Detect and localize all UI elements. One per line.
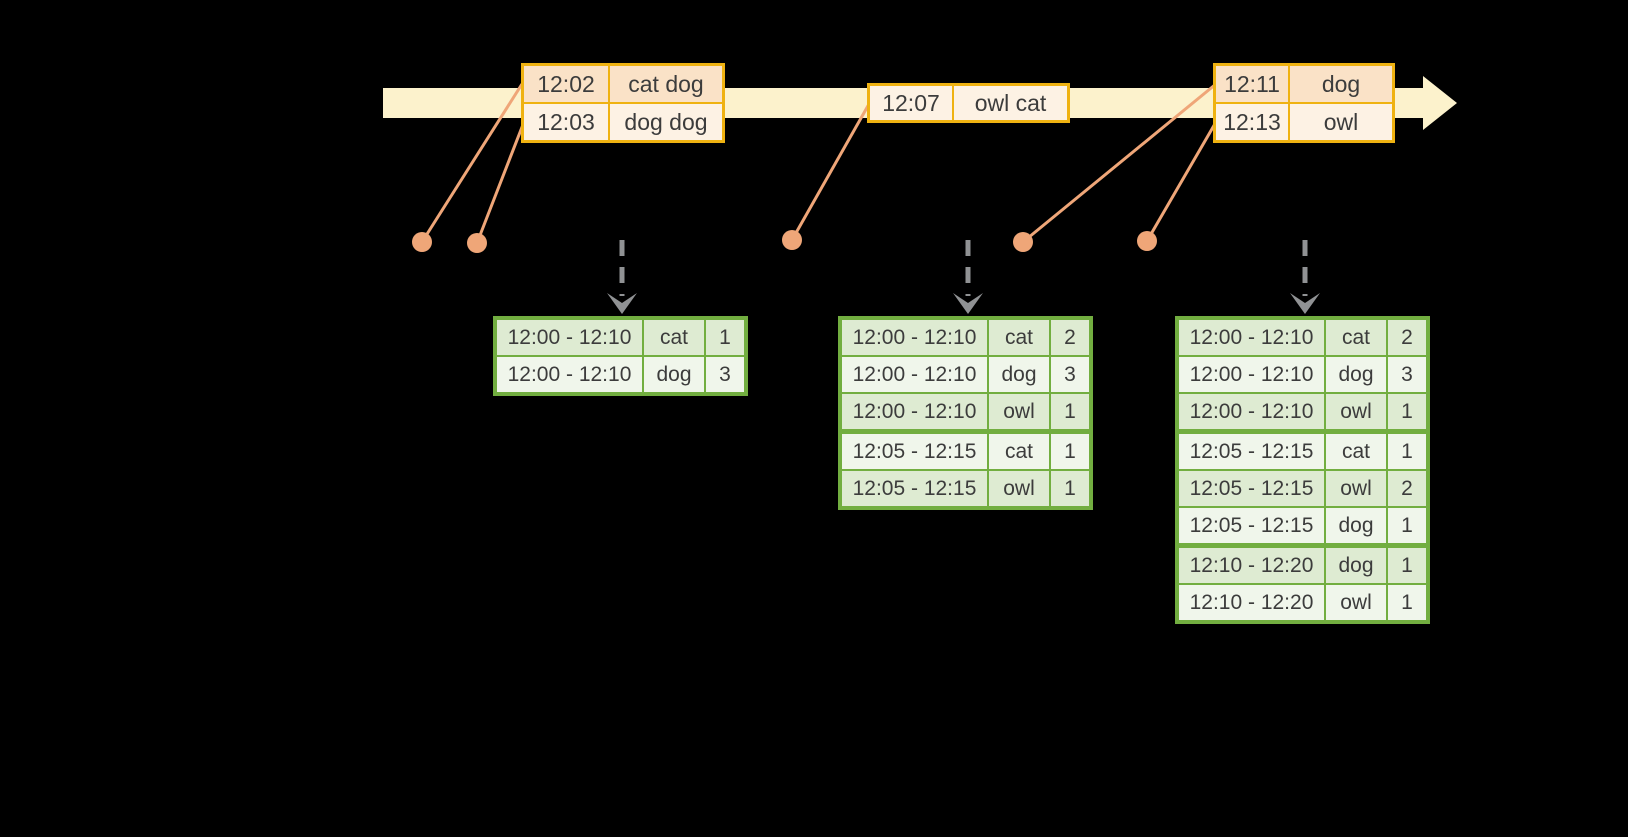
- event-words-cell: dog dog: [610, 104, 722, 140]
- event-dot: [412, 232, 432, 252]
- window-group-separator: [1179, 543, 1426, 548]
- result-word-cell: owl: [1326, 394, 1386, 429]
- result-count-cell: 1: [706, 320, 744, 355]
- result-window-cell: 12:05 - 12:15: [1179, 471, 1324, 506]
- result-word-cell: dog: [989, 357, 1049, 392]
- event-connector-line: [475, 121, 526, 244]
- result-count-cell: 1: [1388, 434, 1426, 469]
- result-count-cell: 3: [706, 357, 744, 392]
- result-window-cell: 12:05 - 12:15: [842, 471, 987, 506]
- event-time-cell: 12:07: [870, 86, 952, 120]
- event-time-cell: 12:13: [1216, 104, 1288, 140]
- result-count-cell: 2: [1388, 471, 1426, 506]
- result-word-cell: cat: [989, 434, 1049, 469]
- result-window-cell: 12:00 - 12:10: [1179, 394, 1324, 429]
- trigger-arrowhead: [607, 293, 637, 314]
- result-count-cell: 1: [1388, 508, 1426, 543]
- event-words-cell: cat dog: [610, 66, 722, 102]
- result-window-cell: 12:00 - 12:10: [1179, 320, 1324, 355]
- result-window-cell: 12:05 - 12:15: [842, 434, 987, 469]
- event-time-cell: 12:11: [1216, 66, 1288, 102]
- result-count-cell: 3: [1388, 357, 1426, 392]
- trigger-arrowhead: [1290, 293, 1320, 314]
- result-window-cell: 12:05 - 12:15: [1179, 434, 1324, 469]
- result-word-cell: owl: [1326, 585, 1386, 620]
- event-connector-line: [1145, 121, 1218, 242]
- result-window-cell: 12:00 - 12:10: [497, 357, 642, 392]
- result-word-cell: cat: [1326, 320, 1386, 355]
- result-count-cell: 1: [1051, 394, 1089, 429]
- result-window-cell: 12:05 - 12:15: [1179, 508, 1324, 543]
- result-word-cell: dog: [1326, 357, 1386, 392]
- event-dot: [1137, 231, 1157, 251]
- result-window-cell: 12:10 - 12:20: [1179, 548, 1324, 583]
- result-count-cell: 1: [1051, 471, 1089, 506]
- result-word-cell: cat: [989, 320, 1049, 355]
- result-count-cell: 1: [1051, 434, 1089, 469]
- event-dot: [467, 233, 487, 253]
- result-window-cell: 12:00 - 12:10: [497, 320, 642, 355]
- event-words-cell: owl: [1290, 104, 1392, 140]
- event-time-cell: 12:03: [524, 104, 608, 140]
- event-connector-line: [790, 103, 871, 241]
- result-count-cell: 2: [1051, 320, 1089, 355]
- result-word-cell: cat: [644, 320, 704, 355]
- event-words-cell: dog: [1290, 66, 1392, 102]
- window-group-separator: [1179, 429, 1426, 434]
- result-word-cell: owl: [989, 394, 1049, 429]
- result-window-cell: 12:10 - 12:20: [1179, 585, 1324, 620]
- result-word-cell: owl: [1326, 471, 1386, 506]
- window-group-separator: [842, 429, 1089, 434]
- event-connector-line: [420, 83, 524, 243]
- result-word-cell: cat: [1326, 434, 1386, 469]
- trigger-arrowhead: [953, 293, 983, 314]
- result-window-cell: 12:00 - 12:10: [842, 394, 987, 429]
- event-time-cell: 12:02: [524, 66, 608, 102]
- result-word-cell: dog: [644, 357, 704, 392]
- event-words-cell: owl cat: [954, 86, 1067, 120]
- result-window-cell: 12:00 - 12:10: [1179, 357, 1324, 392]
- result-count-cell: 2: [1388, 320, 1426, 355]
- result-word-cell: dog: [1326, 508, 1386, 543]
- event-connector-line: [1022, 82, 1217, 244]
- result-window-cell: 12:00 - 12:10: [842, 357, 987, 392]
- result-count-cell: 1: [1388, 548, 1426, 583]
- result-count-cell: 1: [1388, 585, 1426, 620]
- event-dot: [1013, 232, 1033, 252]
- result-count-cell: 3: [1051, 357, 1089, 392]
- event-dot: [782, 230, 802, 250]
- result-window-cell: 12:00 - 12:10: [842, 320, 987, 355]
- result-count-cell: 1: [1388, 394, 1426, 429]
- result-word-cell: owl: [989, 471, 1049, 506]
- result-word-cell: dog: [1326, 548, 1386, 583]
